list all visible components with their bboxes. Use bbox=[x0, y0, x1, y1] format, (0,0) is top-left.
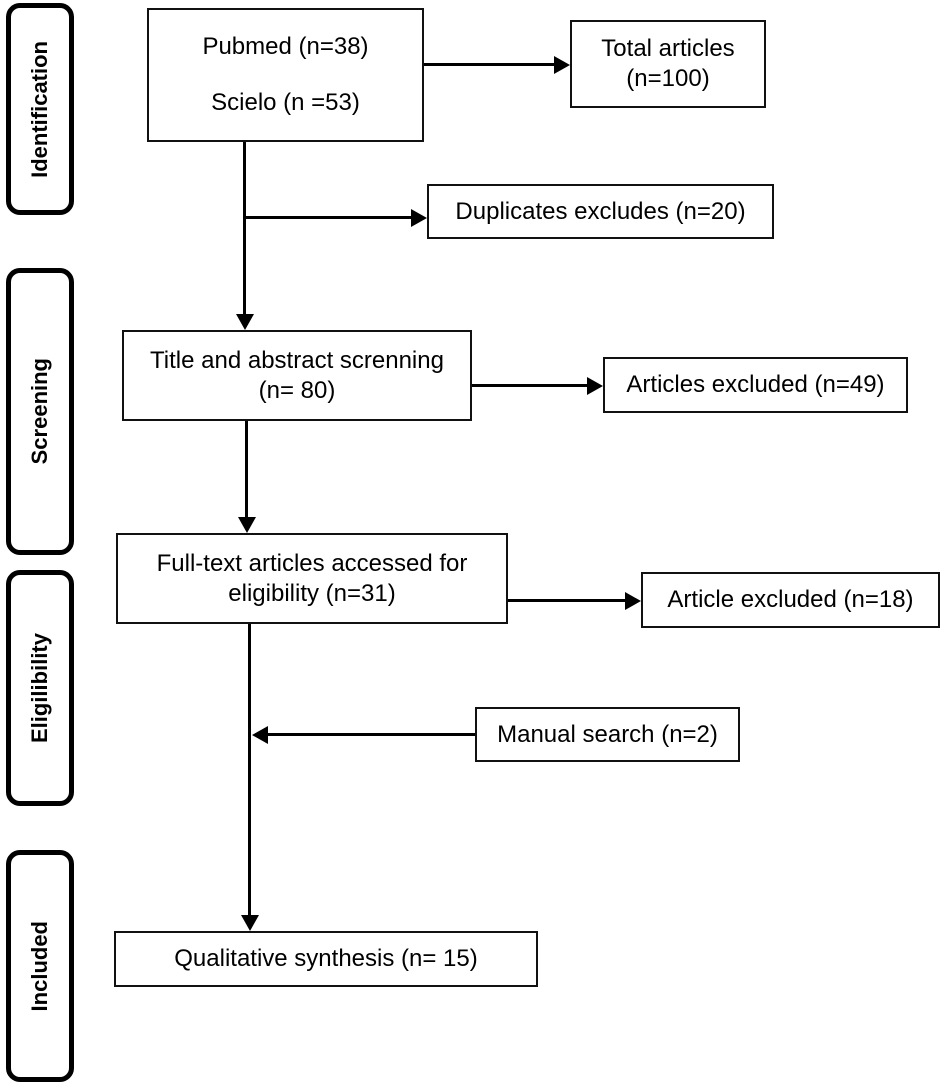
connector-sources-trunk bbox=[243, 142, 246, 314]
stage-label-included: Included bbox=[27, 920, 52, 1012]
box-manual-search-line-1: Manual search (n=2) bbox=[497, 720, 718, 748]
arrowhead-sources-to-total-articles bbox=[554, 56, 570, 74]
box-article-excluded-eligibility-line-1: Article excluded (n=18) bbox=[667, 586, 914, 613]
box-full-text-assessed-line-1: Full-text articles accessed for bbox=[156, 549, 468, 577]
box-sources-line-2: Scielo (n =53) bbox=[211, 89, 360, 116]
box-title-abstract-screening: Title and abstract screnning (n= 80) bbox=[122, 330, 472, 421]
stage-label-identification: Identification bbox=[27, 40, 52, 178]
connector-sources-to-total-articles bbox=[424, 63, 554, 66]
stage-pill-screening: Screening bbox=[6, 268, 74, 555]
stage-pill-identification: Identification bbox=[6, 3, 74, 215]
box-full-text-assessed: Full-text articles accessed for eligibil… bbox=[116, 533, 508, 624]
box-duplicates-excluded: Duplicates excludes (n=20) bbox=[427, 184, 774, 239]
box-total-articles: Total articles (n=100) bbox=[570, 20, 766, 108]
box-qualitative-synthesis-line-1: Qualitative synthesis (n= 15) bbox=[174, 945, 478, 972]
connector-trunk-to-duplicates bbox=[243, 216, 411, 219]
arrowhead-trunk-to-duplicates bbox=[411, 209, 427, 227]
box-articles-excluded-screening-line-1: Articles excluded (n=49) bbox=[626, 371, 885, 398]
arrowhead-full-text-to-article-excluded bbox=[625, 592, 641, 610]
stage-label-eligibility: Eligilibility bbox=[27, 632, 52, 743]
box-articles-excluded-screening: Articles excluded (n=49) bbox=[603, 357, 908, 413]
box-total-articles-line-2: (n=100) bbox=[626, 65, 710, 92]
box-duplicates-excluded-line-1: Duplicates excludes (n=20) bbox=[455, 197, 746, 225]
box-full-text-assessed-line-2: eligibility (n=31) bbox=[228, 579, 396, 607]
arrowhead-manual-search-to-trunk bbox=[252, 726, 268, 744]
arrowhead-screening-to-full-text bbox=[238, 517, 256, 533]
connector-full-text-to-qualitative bbox=[248, 624, 251, 915]
box-qualitative-synthesis: Qualitative synthesis (n= 15) bbox=[114, 931, 538, 987]
box-article-excluded-eligibility: Article excluded (n=18) bbox=[641, 572, 940, 628]
box-total-articles-line-1: Total articles bbox=[601, 35, 735, 62]
box-sources: Pubmed (n=38) Scielo (n =53) bbox=[147, 8, 424, 142]
arrowhead-sources-to-screening bbox=[236, 314, 254, 330]
stage-label-screening: Screening bbox=[27, 358, 52, 465]
arrowhead-full-text-to-qualitative bbox=[241, 915, 259, 931]
box-title-abstract-screening-line-2: (n= 80) bbox=[258, 376, 336, 404]
arrowhead-screening-to-articles-excluded bbox=[587, 377, 603, 395]
connector-screening-to-articles-excluded bbox=[472, 384, 587, 387]
box-title-abstract-screening-line-1: Title and abstract screnning bbox=[150, 346, 444, 374]
connector-screening-to-full-text bbox=[245, 421, 248, 517]
connector-full-text-to-article-excluded bbox=[508, 599, 625, 602]
box-sources-line-1: Pubmed (n=38) bbox=[202, 33, 369, 60]
stage-pill-included: Included bbox=[6, 850, 74, 1082]
connector-manual-search-to-trunk bbox=[268, 733, 475, 736]
box-manual-search: Manual search (n=2) bbox=[475, 707, 740, 762]
stage-pill-eligibility: Eligilibility bbox=[6, 570, 74, 806]
